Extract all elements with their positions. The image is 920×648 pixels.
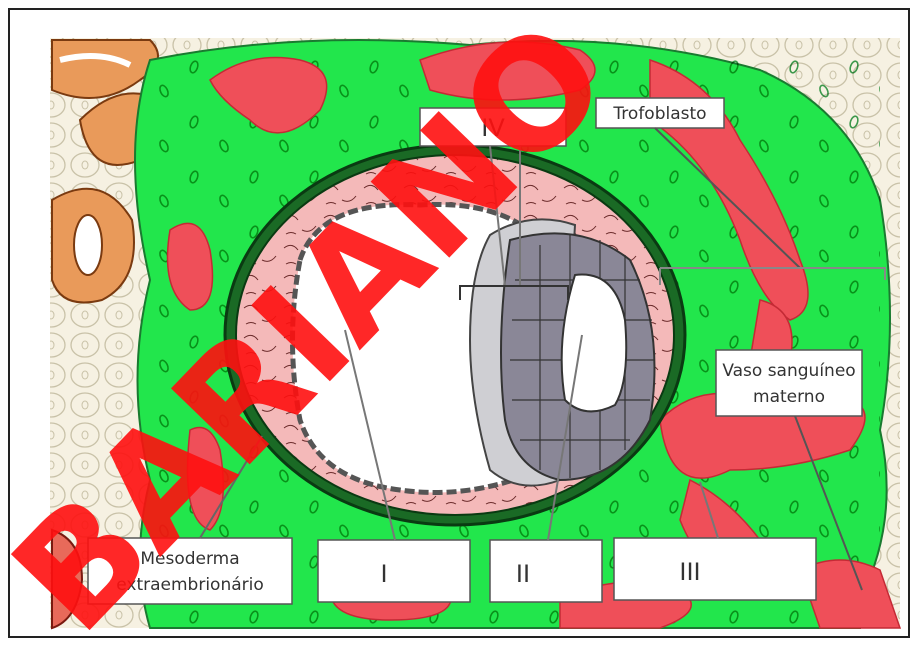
svg-text:II: II (516, 560, 530, 588)
svg-text:materno: materno (753, 387, 825, 407)
svg-text:I: I (380, 560, 387, 588)
amniotic-cavity (562, 275, 627, 412)
svg-text:Vaso sanguíneo: Vaso sanguíneo (722, 361, 855, 381)
svg-text:III: III (679, 558, 700, 586)
